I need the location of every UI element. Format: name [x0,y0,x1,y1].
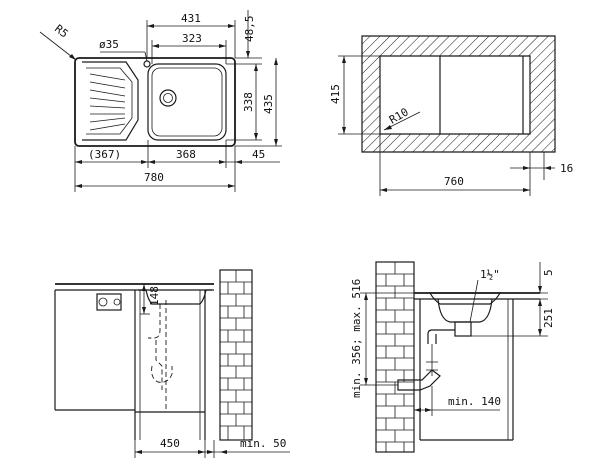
dim-251: 251 [542,308,555,328]
front-section-panel: 148 [54,269,290,458]
dim-368: 368 [176,148,196,161]
worktop-hatch [361,35,556,153]
sink-bowl-inner [151,67,223,137]
dim-415: 415 [329,84,342,104]
drain-hole [159,89,177,107]
dim-323: 323 [182,32,202,45]
side-section-panel: 1½" 5 251 min. 356; max. 516 min. 140 [350,261,555,453]
dim-r5: R5 [52,22,70,40]
overflow-fitting [96,293,122,311]
dim-min50: min. 50 [240,437,286,450]
dim-d35: ø35 [99,38,119,51]
tap-hole [143,60,151,68]
dim-48-5: 48,5 [243,16,256,43]
waste-outlet [454,321,472,337]
dim-356-516: min. 356; max. 516 [350,279,363,398]
dim-16: 16 [560,162,573,175]
bowl-side [428,292,502,305]
dim-431: 431 [181,12,201,25]
dim-338: 338 [242,92,255,112]
dim-367: (367) [88,148,121,161]
dim-450: 450 [160,437,180,450]
dim-1-half-inch: 1½" [480,268,500,281]
dim-435: 435 [262,94,275,114]
dim-45: 45 [252,148,265,161]
dim-148: 148 [148,286,161,306]
drain-pipe [148,304,161,339]
drainer-ribs [82,61,139,141]
sink-bowl [147,63,227,141]
brick-wall-side [375,261,415,453]
dim-r10: R10 [387,105,411,126]
dim-5: 5 [542,269,555,276]
dim-min140: min. 140 [448,395,501,408]
top-view-panel: 431 323 48,5 R5 ø35 338 435 [39,10,282,192]
trap [397,369,441,391]
brick-wall-front [219,269,253,441]
dim-780: 780 [144,171,164,184]
dim-760: 760 [444,175,464,188]
drain-hole-inner [163,93,173,103]
sink-outline [74,57,236,147]
bowl-section [138,289,212,305]
cutout-view-panel: 415 R10 760 16 [329,35,573,196]
